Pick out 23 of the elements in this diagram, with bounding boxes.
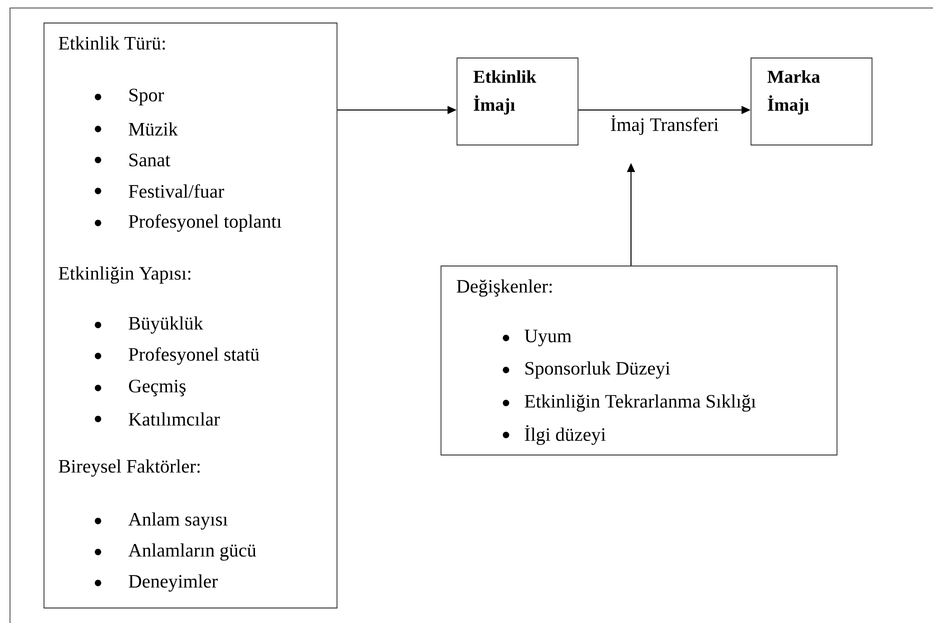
list-item: Büyüklük: [94, 316, 204, 334]
text-box: Marka İmajı: [750, 58, 872, 146]
heading: Etkinliğin Yapısı:: [58, 266, 190, 284]
list-item: Deneyimler: [94, 574, 218, 592]
list-item: Profesyonel toplantı: [94, 214, 282, 232]
list-item: Katılımcılar: [94, 412, 220, 426]
list-item: Profesyonel statü: [94, 347, 260, 365]
list-item: Anlam sayısı: [94, 512, 228, 530]
list-item: Etkinliğin Tekrarlanma Sıklığı: [502, 394, 756, 412]
list-item: Geçmiş: [94, 380, 186, 396]
text-box: Etkinlik İmajı: [456, 58, 578, 146]
list-item: Müzik: [94, 122, 178, 136]
list-item: Spor: [94, 88, 164, 106]
heading: Bireysel Faktörler:: [58, 459, 200, 477]
list-item: Sanat: [94, 154, 170, 166]
list-item: Uyum: [502, 330, 572, 346]
list-item: Sponsorluk Düzeyi: [502, 361, 670, 379]
list-item: Anlamların gücü: [94, 543, 256, 561]
edge-label: İmaj Transferi: [609, 114, 720, 136]
heading: Değişkenler:: [456, 279, 552, 297]
list-item: İlgi düzeyi: [502, 425, 606, 445]
list-item: Festival/fuar: [94, 184, 224, 198]
heading: Etkinlik Türü:: [58, 36, 165, 50]
